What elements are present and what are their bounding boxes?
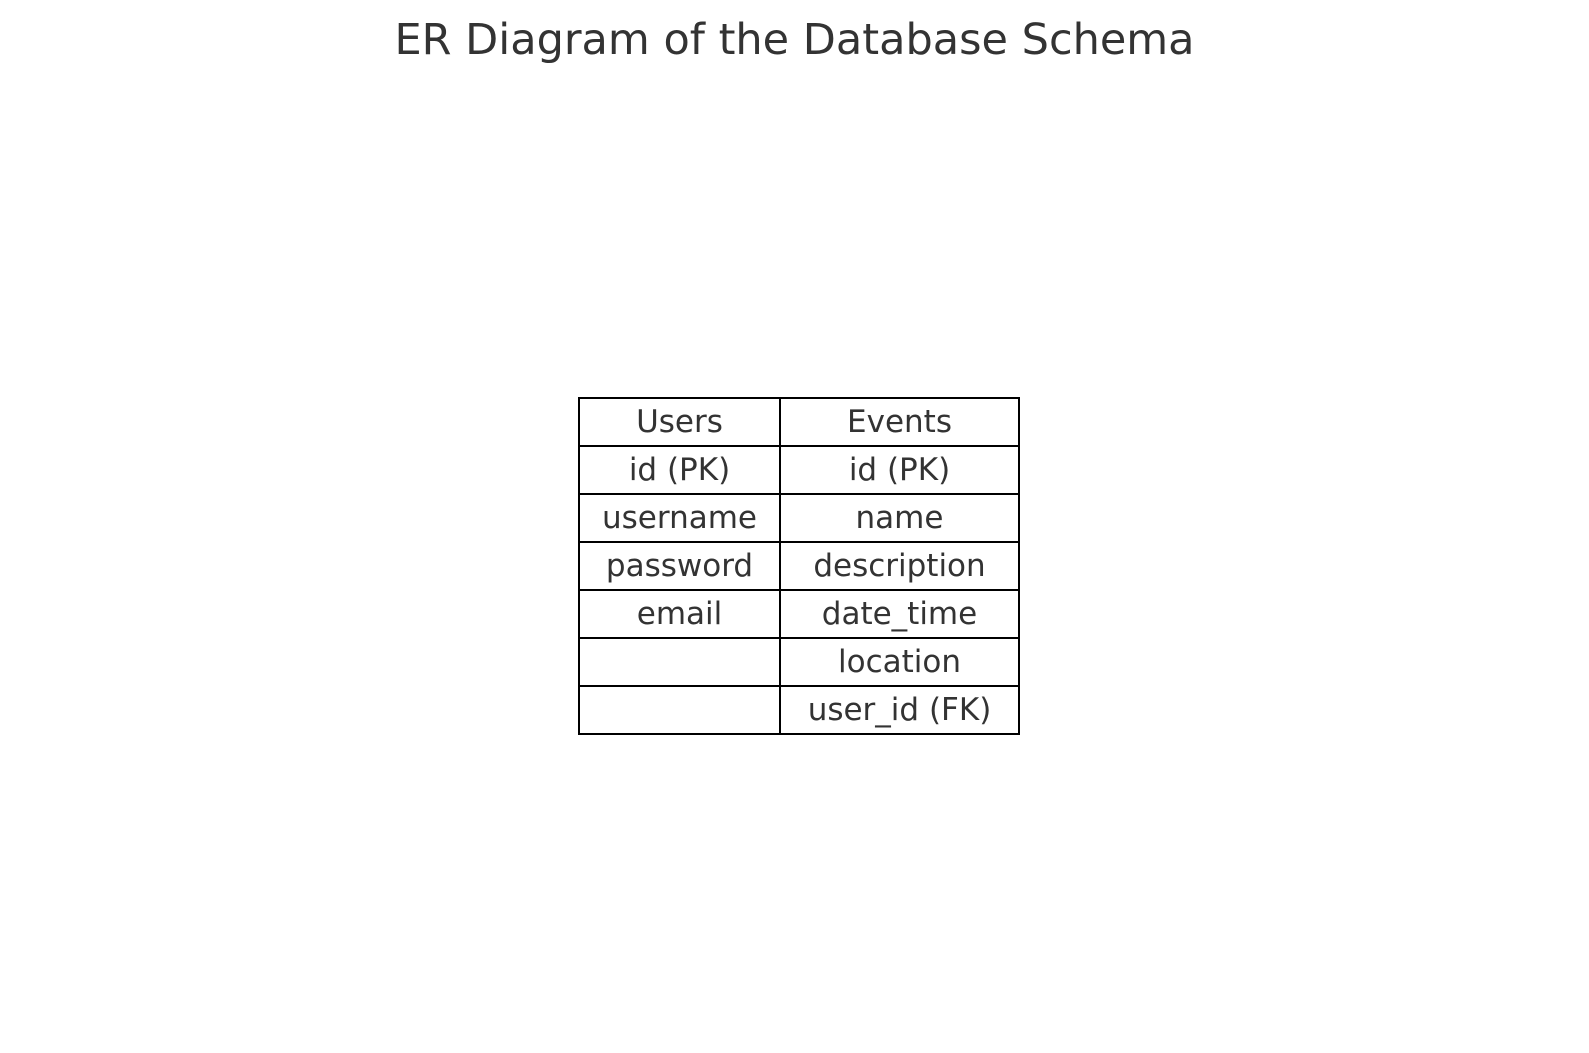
diagram-title: ER Diagram of the Database Schema <box>394 15 1195 65</box>
attribute-row: username name <box>578 493 1020 543</box>
users-attribute: email <box>578 589 781 639</box>
events-attribute: id (PK) <box>779 445 1020 495</box>
attribute-row: location <box>578 637 1020 687</box>
users-attribute <box>578 685 781 735</box>
attribute-row: email date_time <box>578 589 1020 639</box>
events-attribute: name <box>779 493 1020 543</box>
entity-name-users: Users <box>578 397 781 447</box>
users-attribute: password <box>578 541 781 591</box>
entity-name-events: Events <box>779 397 1020 447</box>
events-attribute: user_id (FK) <box>779 685 1020 735</box>
attribute-row: id (PK) id (PK) <box>578 445 1020 495</box>
events-attribute: location <box>779 637 1020 687</box>
er-schema-table: Users Events id (PK) id (PK) username na… <box>578 397 1020 735</box>
entity-header-row: Users Events <box>578 397 1020 447</box>
events-attribute: description <box>779 541 1020 591</box>
users-attribute: username <box>578 493 781 543</box>
attribute-row: password description <box>578 541 1020 591</box>
attribute-row: user_id (FK) <box>578 685 1020 735</box>
users-attribute <box>578 637 781 687</box>
events-attribute: date_time <box>779 589 1020 639</box>
users-attribute: id (PK) <box>578 445 781 495</box>
